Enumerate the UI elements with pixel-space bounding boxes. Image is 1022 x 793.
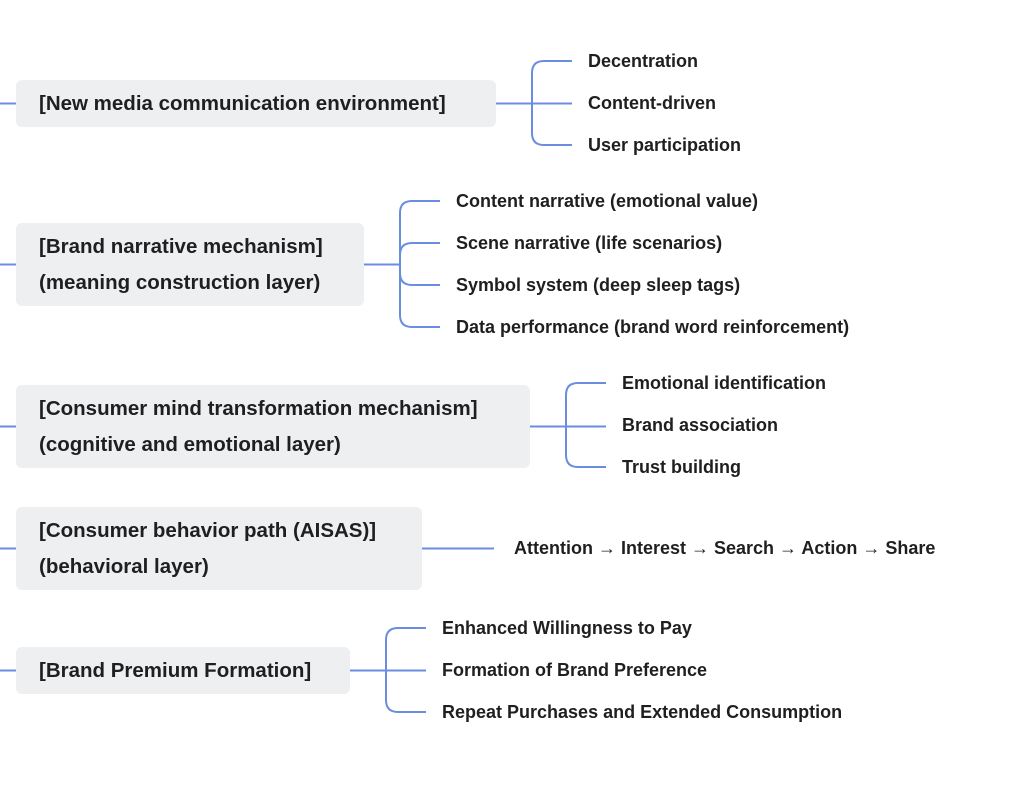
leaf-content-narrative[interactable]: Content narrative (emotional value) [456, 191, 759, 211]
leaf-repeat-purchases[interactable]: Repeat Purchases and Extended Consumptio… [442, 702, 843, 722]
node-label-line: [Consumer behavior path (AISAS)] [39, 518, 377, 542]
node-consumer-behavior-path[interactable]: [Consumer behavior path (AISAS)] (behavi… [16, 507, 422, 590]
branch-link [399, 200, 440, 265]
node-label-line: (meaning construction layer) [39, 270, 321, 294]
branch-link [531, 103, 572, 146]
node-label-line: (behavioral layer) [39, 554, 209, 578]
node-label-line: [New media communication environment] [39, 91, 446, 115]
branch-link [385, 627, 426, 671]
leaf-brand-association[interactable]: Brand association [622, 415, 779, 435]
node-label-line: [Consumer mind transformation mechanism] [39, 396, 478, 420]
leaf-symbol-system[interactable]: Symbol system (deep sleep tags) [456, 275, 741, 295]
leaf-brand-preference[interactable]: Formation of Brand Preference [442, 660, 708, 680]
leaf-scene-narrative[interactable]: Scene narrative (life scenarios) [456, 233, 723, 253]
branch-link [565, 426, 606, 468]
leaf-aisas-path[interactable]: Attention → Interest → Search → Action →… [514, 538, 936, 558]
node-label-line: [Brand Premium Formation] [39, 658, 312, 682]
leaf-content-driven[interactable]: Content-driven [588, 93, 716, 113]
leaf-emotional-identification[interactable]: Emotional identification [622, 373, 827, 393]
leaf-willingness-to-pay[interactable]: Enhanced Willingness to Pay [442, 618, 692, 638]
branch-link [399, 264, 440, 286]
leaf-trust-building[interactable]: Trust building [622, 457, 741, 477]
node-new-media-environment[interactable]: [New media communication environment] [16, 80, 496, 127]
node-label-line: [Brand narrative mechanism] [39, 234, 323, 258]
branch-link [399, 264, 440, 328]
leaf-data-performance[interactable]: Data performance (brand word reinforceme… [456, 317, 850, 337]
branch-link [385, 670, 426, 713]
branch-link [399, 242, 440, 265]
branch-link [565, 382, 606, 427]
leaf-decentration[interactable]: Decentration [588, 51, 699, 71]
branch-link [531, 60, 572, 104]
node-label-line: (cognitive and emotional layer) [39, 432, 341, 456]
node-consumer-mind-transformation[interactable]: [Consumer mind transformation mechanism]… [16, 385, 530, 468]
node-brand-narrative-mechanism[interactable]: [Brand narrative mechanism] (meaning con… [16, 223, 364, 306]
node-brand-premium-formation[interactable]: [Brand Premium Formation] [16, 647, 350, 694]
leaf-user-participation[interactable]: User participation [588, 135, 742, 155]
